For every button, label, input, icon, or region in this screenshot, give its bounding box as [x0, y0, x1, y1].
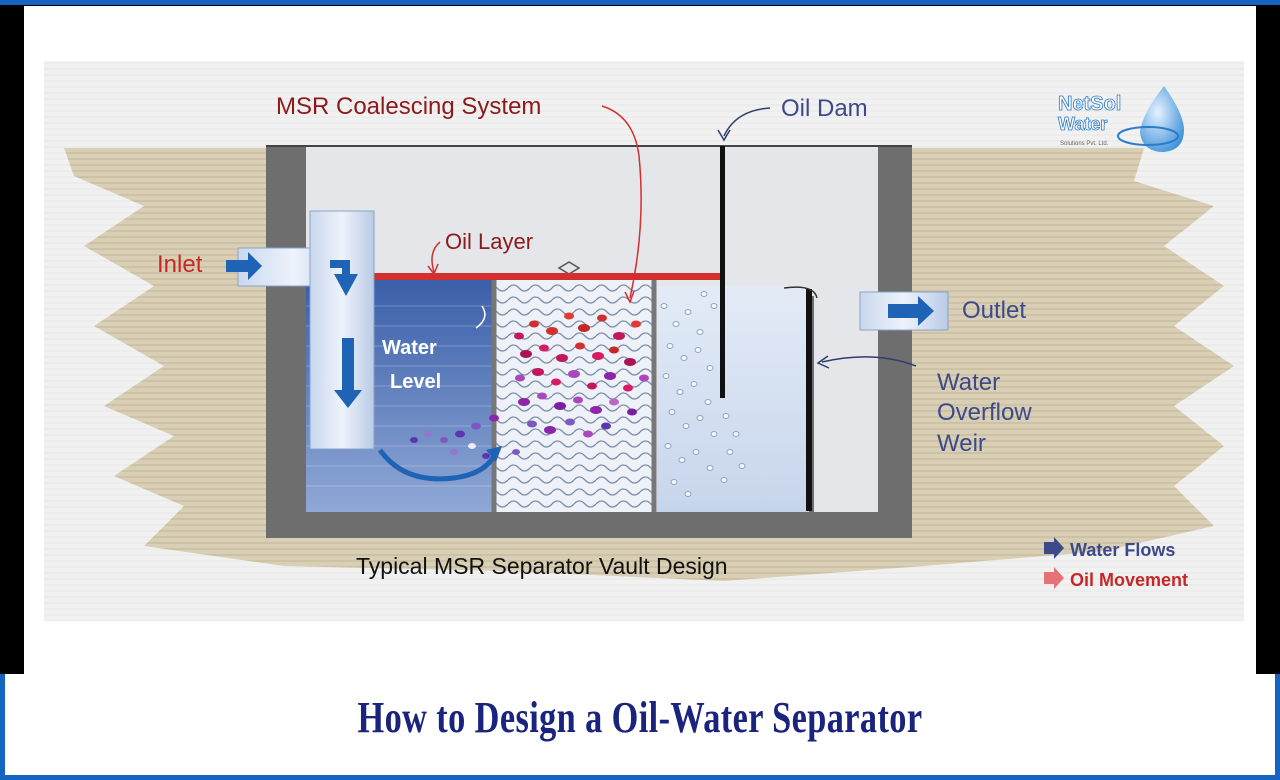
oil-layer-band [374, 273, 722, 280]
flow-turn-arrow-icon [330, 260, 358, 296]
clear-water-chamber [657, 286, 809, 512]
logo-tagline: Solutions Pvt. Ltd. [1060, 141, 1109, 147]
oil-dam-pointer [723, 107, 771, 137]
label-inlet: Inlet [157, 251, 203, 278]
oil-droplets [410, 312, 649, 459]
separator-diagram: MSR Coalescing System Oil Dam Oil Layer … [44, 61, 1244, 621]
inlet-arrow-icon [226, 252, 262, 280]
outlet-arrow-icon [888, 296, 934, 326]
weir-pointer-head [816, 355, 830, 369]
oil-dam-baffle [720, 146, 725, 398]
weir-pointer [821, 356, 917, 367]
caption-band [0, 674, 1280, 780]
weir-lip [783, 286, 818, 299]
legend-water-flows: Water Flows [1070, 540, 1175, 560]
label-weir-line2: Overflow [937, 399, 1032, 426]
legend-oil-movement: Oil Movement [1070, 570, 1188, 590]
label-outlet: Outlet [962, 297, 1026, 324]
flow-curve-arrow-icon [377, 448, 497, 482]
label-oil-layer: Oil Layer [445, 229, 533, 254]
downflow-arrow-icon [334, 338, 362, 408]
media-lift-handle [557, 261, 581, 275]
label-water-level-line2: Level [390, 371, 441, 393]
coalescing-pointer-head [624, 290, 635, 304]
overflow-weir [806, 289, 812, 511]
water-level-pointer [475, 305, 486, 329]
diagram-panel: MSR Coalescing System Oil Dam Oil Layer … [24, 6, 1256, 674]
legend-oil-arrow-icon [1044, 567, 1064, 589]
legend: Water Flows Oil Movement [1044, 537, 1188, 590]
logo-swoosh-icon [1117, 126, 1179, 146]
coalescing-pointer [601, 105, 642, 299]
top-accent-bar [0, 0, 1280, 5]
label-weir-line3: Weir [937, 430, 986, 457]
vault-caption: Typical MSR Separator Vault Design [356, 553, 728, 579]
oil-dam-pointer-head [717, 129, 731, 142]
page-title: How to Design a Oil-Water Separator [357, 693, 923, 742]
label-oil-dam: Oil Dam [781, 95, 868, 122]
logo-drop-icon [1140, 86, 1184, 152]
oil-layer-pointer [431, 241, 441, 273]
label-weir-line1: Water [937, 369, 1000, 396]
label-coalescing-system: MSR Coalescing System [276, 93, 541, 120]
legend-water-arrow-icon [1044, 537, 1064, 559]
coalescing-media [496, 279, 652, 512]
netsol-logo: NetSol Water Solutions Pvt. Ltd. [1058, 86, 1184, 152]
oil-layer-pointer-head [427, 263, 439, 276]
label-water-level-line1: Water [382, 337, 437, 359]
flow-curve-arrowhead-icon [486, 446, 502, 462]
logo-line2: Water [1058, 114, 1107, 134]
inlet-pipe-vertical [309, 210, 375, 450]
logo-line1: NetSol [1058, 93, 1121, 115]
water-bubbles [660, 291, 746, 497]
